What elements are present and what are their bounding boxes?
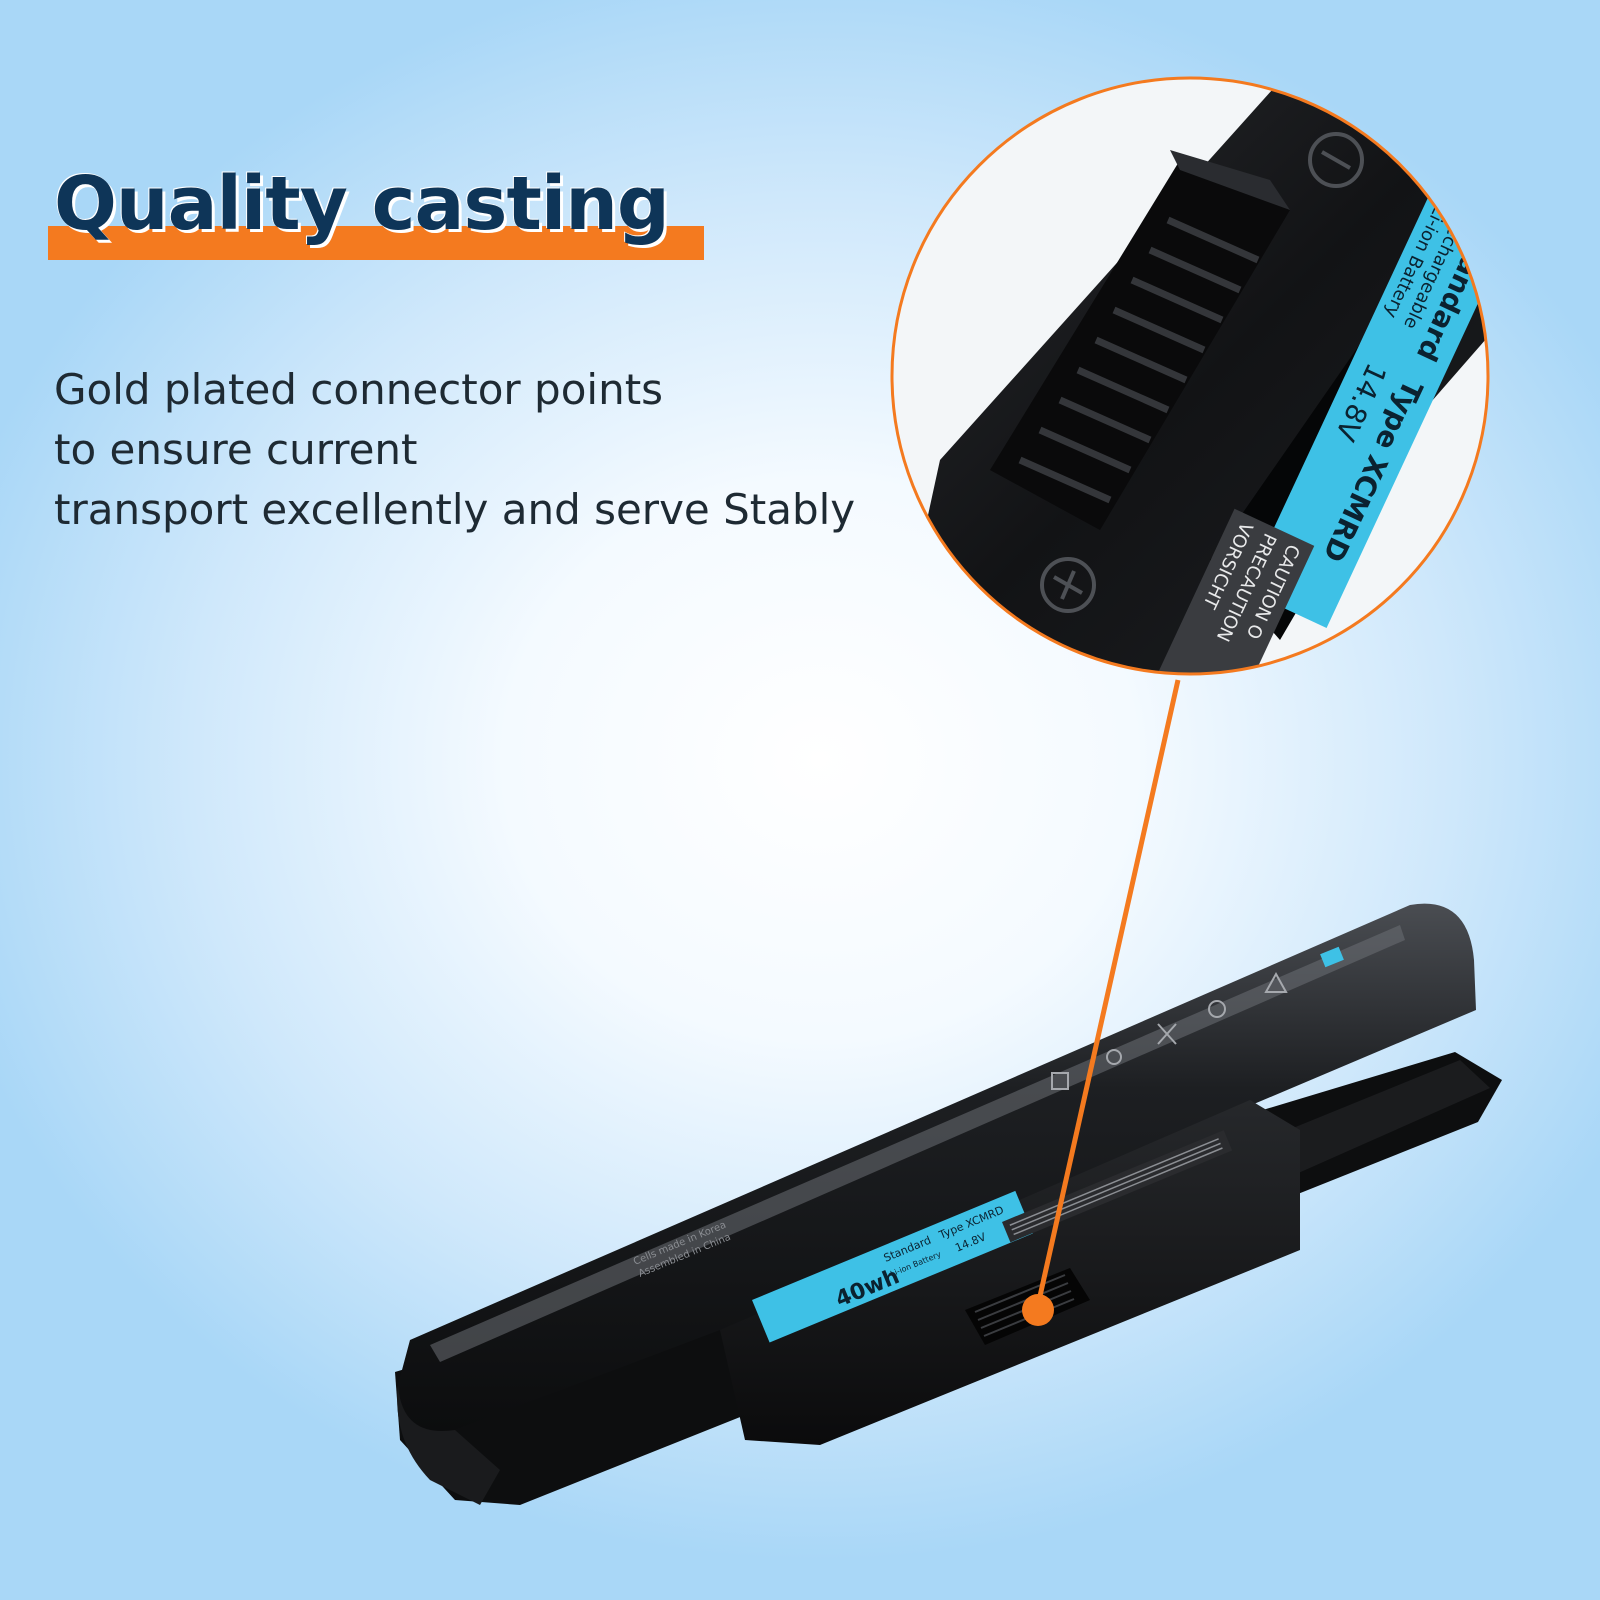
description-line-3: transport excellently and serve Stably (54, 485, 856, 534)
recycle-mark-icon (1051, 1072, 1069, 1090)
plus-terminal-icon (1040, 557, 1096, 613)
zoom-label-background (1245, 173, 1488, 629)
headline: Quality casting (54, 161, 670, 247)
crossed-bin-icon (1157, 1023, 1177, 1045)
zoom-detail: Standard Type XCMRD Rechargeable Li-ion … (890, 76, 1490, 676)
battery-certification-icons (1051, 971, 1288, 1090)
warning-triangle-icon (1264, 971, 1288, 993)
zoom-connector (990, 150, 1290, 530)
headline-underline-bar (48, 226, 704, 260)
description: Gold plated connector points to ensure c… (54, 360, 934, 540)
callout-line (1035, 679, 1181, 1306)
blue-tag-icon (1320, 946, 1344, 968)
battery-end-cap (397, 1385, 500, 1505)
zoom-circle-border (890, 76, 1490, 676)
battery-highlight (430, 925, 1405, 1362)
callout-dot (1022, 1294, 1054, 1326)
certification-icon (1106, 1049, 1122, 1065)
battery-cell-housing (398, 903, 1476, 1432)
minus-terminal-icon (1308, 132, 1364, 188)
battery: 40wh Standard Type XCMRD Li-ion Battery … (395, 903, 1502, 1505)
battery-label: 40wh Standard Type XCMRD Li-ion Battery … (752, 1190, 1033, 1343)
battery-front-face (720, 1100, 1300, 1445)
description-line-1: Gold plated connector points (54, 365, 664, 414)
zoom-battery-body (892, 78, 1488, 674)
compliance-mark-icon (1208, 1000, 1226, 1018)
description-line-2: to ensure current (54, 425, 418, 474)
battery-label-background (752, 1190, 1033, 1343)
headline-block: Quality casting (48, 158, 708, 268)
